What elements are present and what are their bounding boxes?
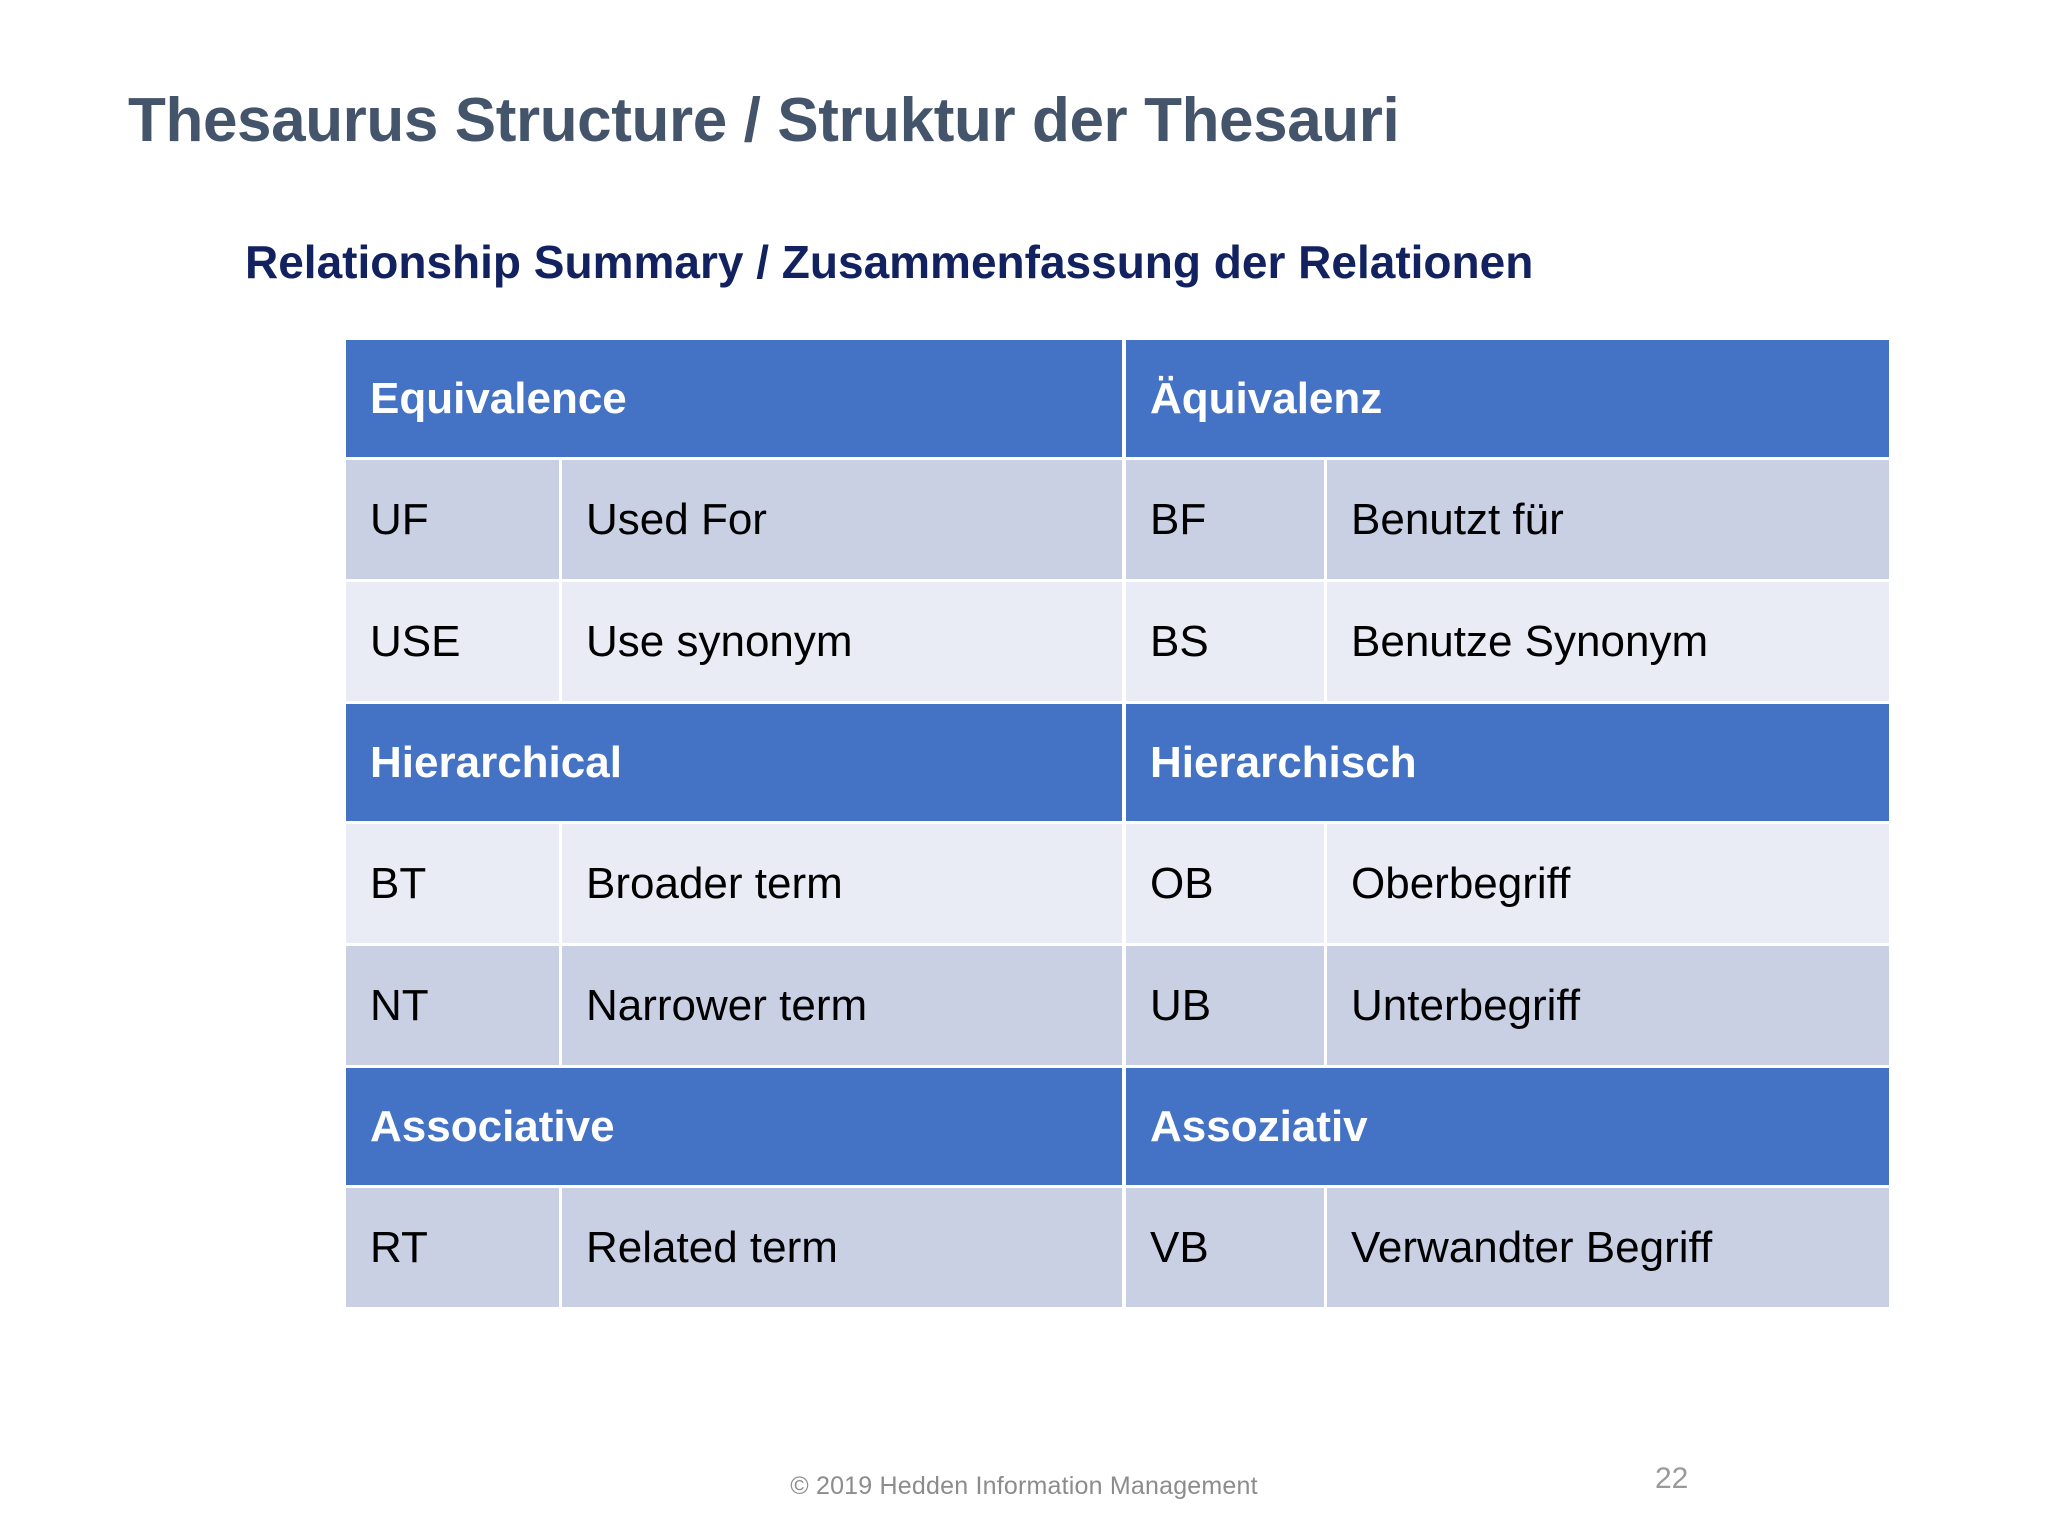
cell-term-en: Use synonym xyxy=(562,582,1122,701)
column-gutter xyxy=(1122,460,1126,579)
page-title: Thesaurus Structure / Struktur der Thesa… xyxy=(128,86,1400,155)
cell-term-en: Narrower term xyxy=(562,946,1122,1065)
column-gutter xyxy=(1122,824,1126,943)
cell-term-de: Verwandter Begriff xyxy=(1327,1188,1889,1307)
cell-code-en: USE xyxy=(346,582,559,701)
cell-code-de: UB xyxy=(1126,946,1324,1065)
cell-term-de: Unterbegriff xyxy=(1327,946,1889,1065)
column-gutter xyxy=(1122,946,1126,1065)
cell-code-de: VB xyxy=(1126,1188,1324,1307)
section-header-en: Associative xyxy=(346,1068,1122,1185)
section-header-en: Hierarchical xyxy=(346,704,1122,821)
cell-term-de: Oberbegriff xyxy=(1327,824,1889,943)
cell-code-de: OB xyxy=(1126,824,1324,943)
cell-term-en: Used For xyxy=(562,460,1122,579)
column-gutter xyxy=(1122,340,1126,457)
column-gutter xyxy=(1122,582,1126,701)
cell-code-de: BS xyxy=(1126,582,1324,701)
cell-term-en: Related term xyxy=(562,1188,1122,1307)
cell-code-en: BT xyxy=(346,824,559,943)
section-header-de: Assoziativ xyxy=(1126,1068,1889,1185)
column-gutter xyxy=(1122,704,1126,821)
section-header-en: Equivalence xyxy=(346,340,1122,457)
cell-code-de: BF xyxy=(1126,460,1324,579)
cell-term-en: Broader term xyxy=(562,824,1122,943)
section-header-de: Äquivalenz xyxy=(1126,340,1889,457)
column-gutter xyxy=(1122,1188,1126,1307)
cell-code-en: NT xyxy=(346,946,559,1065)
page-subtitle: Relationship Summary / Zusammenfassung d… xyxy=(245,236,1534,288)
slide-number: 22 xyxy=(1655,1462,1689,1495)
cell-code-en: UF xyxy=(346,460,559,579)
cell-term-de: Benutze Synonym xyxy=(1327,582,1889,701)
section-header-de: Hierarchisch xyxy=(1126,704,1889,821)
footer-copyright: © 2019 Hedden Information Management xyxy=(790,1472,1258,1500)
cell-code-en: RT xyxy=(346,1188,559,1307)
column-gutter xyxy=(1122,1068,1126,1185)
cell-term-de: Benutzt für xyxy=(1327,460,1889,579)
